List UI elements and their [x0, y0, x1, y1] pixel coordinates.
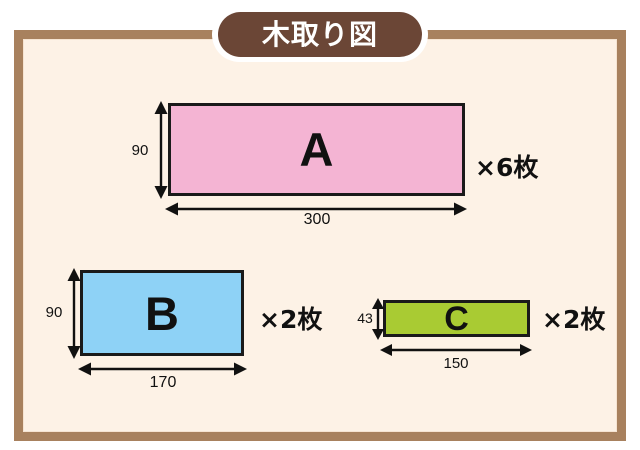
piece-rect-b: B — [80, 270, 244, 356]
dim-arrow-a-height — [154, 101, 168, 199]
dim-arrow-b-width — [78, 362, 247, 376]
dim-arrow-c-height — [372, 298, 384, 340]
title-pill: 木取り図 — [218, 12, 422, 57]
dim-value-b-width: 170 — [149, 374, 177, 391]
dim-arrow-a-width — [165, 202, 467, 216]
dim-value-a-width: 300 — [303, 211, 331, 228]
piece-letter-b: B — [145, 286, 179, 340]
dim-value-b-height: 90 — [45, 304, 63, 321]
title-banner: 木取り図 — [212, 7, 428, 62]
dim-value-c-width: 150 — [443, 355, 469, 372]
page-title: 木取り図 — [261, 17, 378, 51]
dim-arrow-c-width — [380, 344, 532, 356]
piece-letter-a: A — [299, 123, 334, 176]
piece-count-a: ×6枚 — [475, 153, 539, 182]
piece-rect-a: A — [168, 103, 465, 196]
piece-count-c: ×2枚 — [542, 305, 606, 334]
dim-value-c-height: 43 — [357, 310, 373, 326]
dim-value-a-height: 90 — [131, 142, 149, 159]
piece-letter-c: C — [444, 299, 469, 338]
piece-rect-c: C — [383, 300, 530, 337]
piece-count-b: ×2枚 — [259, 305, 323, 334]
dim-arrow-b-height — [67, 268, 81, 359]
